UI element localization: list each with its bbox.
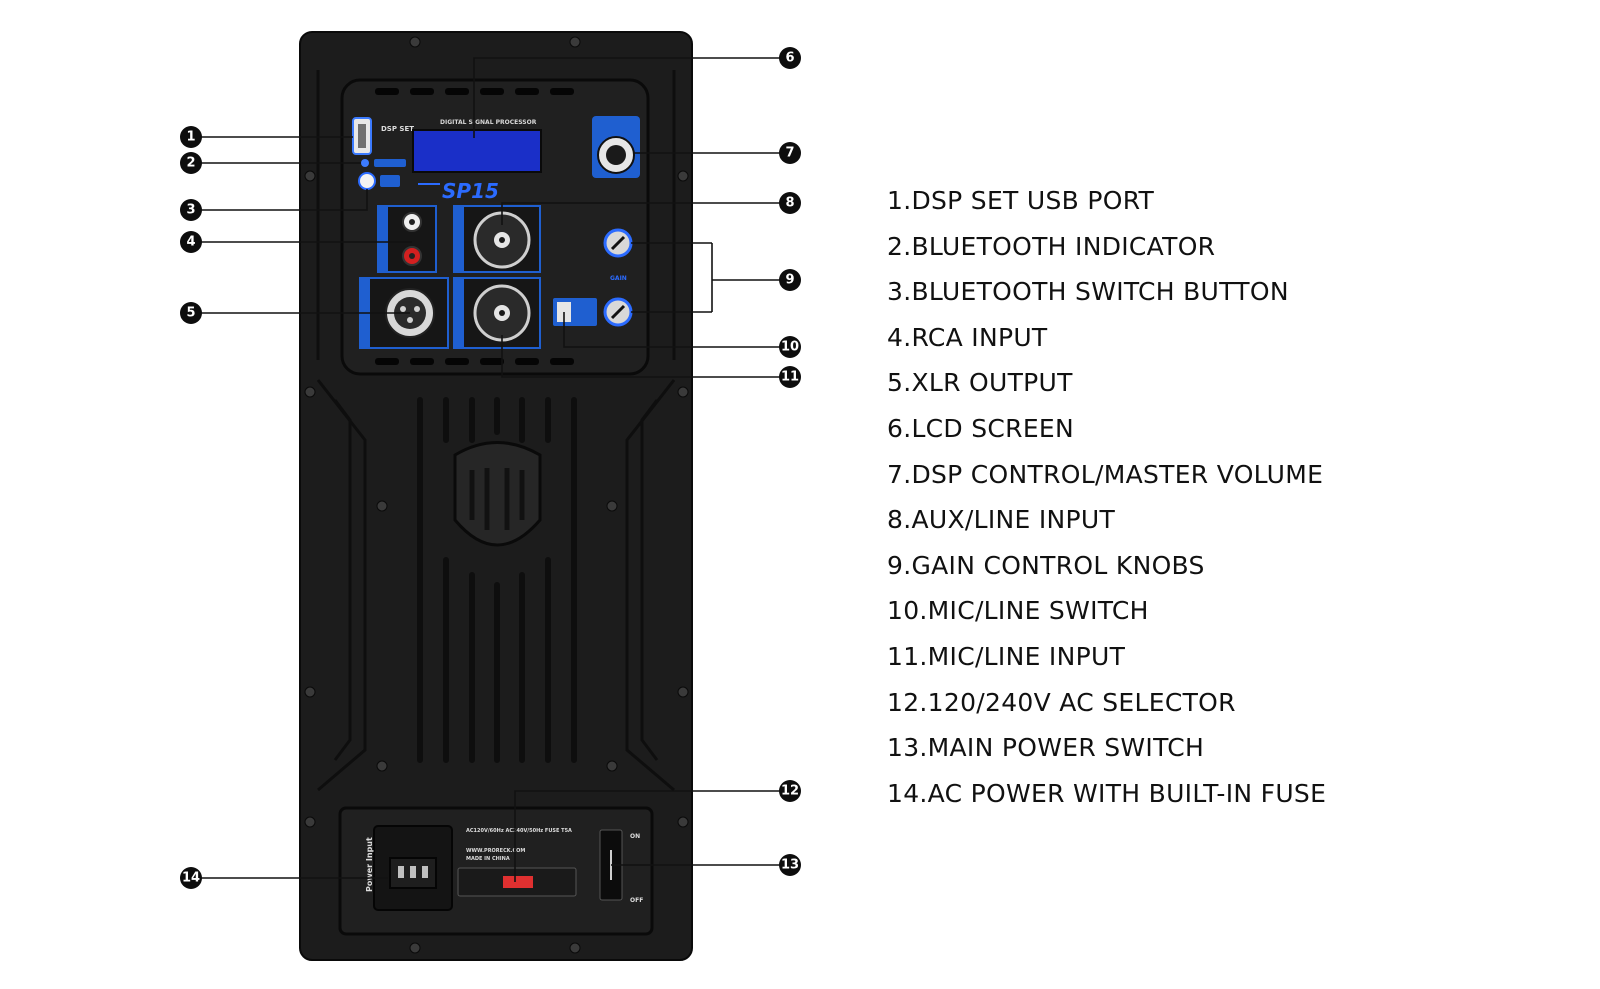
svg-text:13: 13 (781, 858, 799, 873)
callout-13: 13 (779, 854, 801, 876)
leader-lines (191, 57, 790, 882)
vent-slots-top (375, 88, 574, 95)
legend-item: 9.GAIN CONTROL KNOBS (887, 550, 1205, 580)
callout-8: 8 (779, 192, 801, 214)
callout-12: 12 (779, 780, 801, 802)
callout-4: 4 (180, 231, 202, 253)
bluetooth-indicator (361, 159, 369, 167)
svg-text:2: 2 (186, 156, 195, 171)
callout-1: 1 (180, 126, 202, 148)
legend-item: 7.DSP CONTROL/MASTER VOLUME (887, 459, 1324, 489)
legend-item: 13.MAIN POWER SWITCH (887, 733, 1205, 763)
website-label: WWW.PRORECK.COM (466, 848, 525, 854)
lcd-screen (412, 129, 542, 173)
svg-text:5: 5 (186, 306, 195, 321)
svg-text:11: 11 (781, 370, 799, 385)
callout-9: 9 (779, 269, 801, 291)
brand-shield-logo (453, 441, 542, 547)
svg-text:4: 4 (186, 235, 195, 250)
legend-item: 4.RCA INPUT (887, 322, 1048, 352)
callout-5: 5 (180, 302, 202, 324)
lcd-caption: DIGITAL SIGNAL PROCESSOR (440, 119, 537, 126)
callout-7: 7 (779, 142, 801, 164)
legend-item: 11.MIC/LINE INPUT (887, 641, 1126, 671)
callout-10: 10 (779, 336, 801, 358)
made-in-label: MADE IN CHINA (466, 856, 510, 862)
callout-6: 6 (779, 47, 801, 69)
callout-markers: 1 2 3 4 5 6 7 8 9 10 11 12 13 14 (180, 47, 801, 889)
svg-text:1: 1 (186, 130, 195, 145)
legend-item: 1.DSP SET USB PORT (887, 186, 1155, 215)
legend-item: 6.LCD SCREEN (887, 413, 1075, 443)
svg-text:7: 7 (785, 146, 794, 161)
svg-text:6: 6 (785, 51, 794, 66)
bluetooth-switch-button[interactable] (358, 172, 376, 190)
gain-label: GAIN (610, 275, 627, 282)
svg-text:3: 3 (186, 203, 195, 218)
callout-2: 2 (180, 152, 202, 174)
legend-item: 5.XLR OUTPUT (887, 368, 1073, 398)
legend-item: 10.MIC/LINE SWITCH (887, 596, 1149, 626)
callout-3: 3 (180, 199, 202, 221)
power-input-label: Power Input (365, 837, 374, 892)
legend-item: 14.AC POWER WITH BUILT-IN FUSE (887, 778, 1327, 808)
legend-item: 8.AUX/LINE INPUT (887, 505, 1116, 535)
component-legend: 1.DSP SET USB PORT 2.BLUETOOTH INDICATOR… (887, 181, 1326, 819)
legend-item: 3.BLUETOOTH SWITCH BUTTON (887, 277, 1289, 307)
amplifier-panel-diagram: DSP SET DIGITAL SIGNAL PROCESSOR SP15 GA… (180, 31, 801, 961)
off-label: OFF (630, 897, 643, 904)
legend-item: 12.120/240V AC SELECTOR (887, 687, 1236, 717)
screws (304, 36, 689, 954)
svg-text:10: 10 (781, 340, 799, 355)
legend-item: 2.BLUETOOTH INDICATOR (887, 231, 1216, 261)
voltage-label: AC120V/60Hz AC240V/50Hz FUSE T5A (466, 828, 572, 834)
dsp-set-label: DSP SET (381, 125, 414, 133)
svg-text:8: 8 (785, 196, 794, 211)
voltage-selector[interactable] (503, 876, 533, 888)
model-logo: SP15 (442, 179, 499, 203)
vent-slots-bottom (375, 358, 574, 365)
callout-14: 14 (180, 867, 202, 889)
svg-text:9: 9 (785, 273, 794, 288)
heatsink-ribs (417, 397, 577, 763)
svg-text:12: 12 (781, 784, 799, 799)
callout-11: 11 (779, 366, 801, 388)
on-label: ON (630, 833, 640, 840)
svg-text:14: 14 (182, 871, 200, 886)
